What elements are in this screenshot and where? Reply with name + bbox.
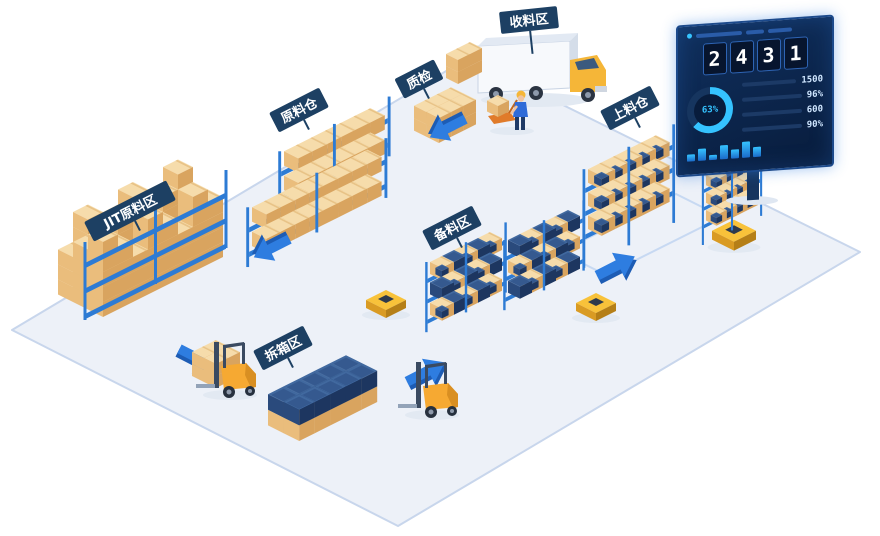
stat-row: 600 bbox=[742, 104, 823, 120]
dashboard-bar-chart bbox=[687, 136, 823, 162]
stat-row: 90% bbox=[742, 119, 823, 135]
header-bar bbox=[746, 28, 764, 35]
rack-post bbox=[464, 242, 468, 313]
worker-head bbox=[517, 95, 525, 102]
stat-value: 90% bbox=[806, 119, 823, 131]
rack-post bbox=[760, 145, 763, 216]
counter-digit: 4 bbox=[729, 40, 754, 74]
rack-post bbox=[701, 174, 704, 245]
dashboard-counter: 2 4 3 1 bbox=[687, 35, 823, 77]
worker bbox=[487, 90, 534, 135]
stat-row: 96% bbox=[742, 89, 823, 105]
status-dot bbox=[687, 33, 692, 39]
rack-post bbox=[278, 151, 282, 212]
rack-post bbox=[503, 240, 506, 311]
counter-digit: 1 bbox=[783, 36, 808, 71]
rack-post bbox=[387, 96, 391, 157]
worker-body bbox=[513, 102, 528, 117]
rack-post bbox=[332, 123, 336, 184]
gauge-value: 63% bbox=[701, 104, 719, 116]
counter-digit: 3 bbox=[756, 38, 781, 72]
zone-label-text: 收料区 bbox=[509, 11, 549, 31]
rack-post bbox=[384, 138, 388, 198]
dashboard-body: 63% 1500 96% 600 90% bbox=[687, 74, 823, 139]
dashboard-gauge: 63% bbox=[687, 85, 733, 135]
dashboard-stats: 1500 96% 600 90% bbox=[742, 74, 823, 135]
zone-label-receiving: 收料区 bbox=[499, 6, 559, 54]
rack-post bbox=[425, 262, 428, 333]
rack-post bbox=[627, 146, 631, 246]
counter-digit: 2 bbox=[702, 41, 727, 76]
preparation-rack bbox=[503, 200, 585, 311]
truck bbox=[477, 33, 607, 102]
rack-post bbox=[582, 200, 585, 271]
rack-post bbox=[672, 124, 676, 223]
jit-rack-frame bbox=[83, 170, 228, 320]
dashboard-panel: 2 4 3 1 63% 1500 96% 600 90% bbox=[676, 14, 834, 178]
stat-value: 96% bbox=[806, 89, 823, 101]
truck-window bbox=[575, 58, 599, 70]
dashboard-base bbox=[726, 196, 778, 205]
stat-value: 1500 bbox=[801, 74, 823, 86]
rack-post bbox=[246, 207, 250, 268]
header-bar bbox=[768, 26, 792, 33]
rack-post bbox=[315, 172, 319, 233]
preparation-rack bbox=[425, 222, 507, 333]
rack-post bbox=[542, 220, 546, 291]
header-bar bbox=[696, 30, 742, 38]
stat-row: 1500 bbox=[742, 74, 823, 90]
rack-post bbox=[730, 160, 734, 231]
stat-value: 600 bbox=[806, 104, 823, 116]
